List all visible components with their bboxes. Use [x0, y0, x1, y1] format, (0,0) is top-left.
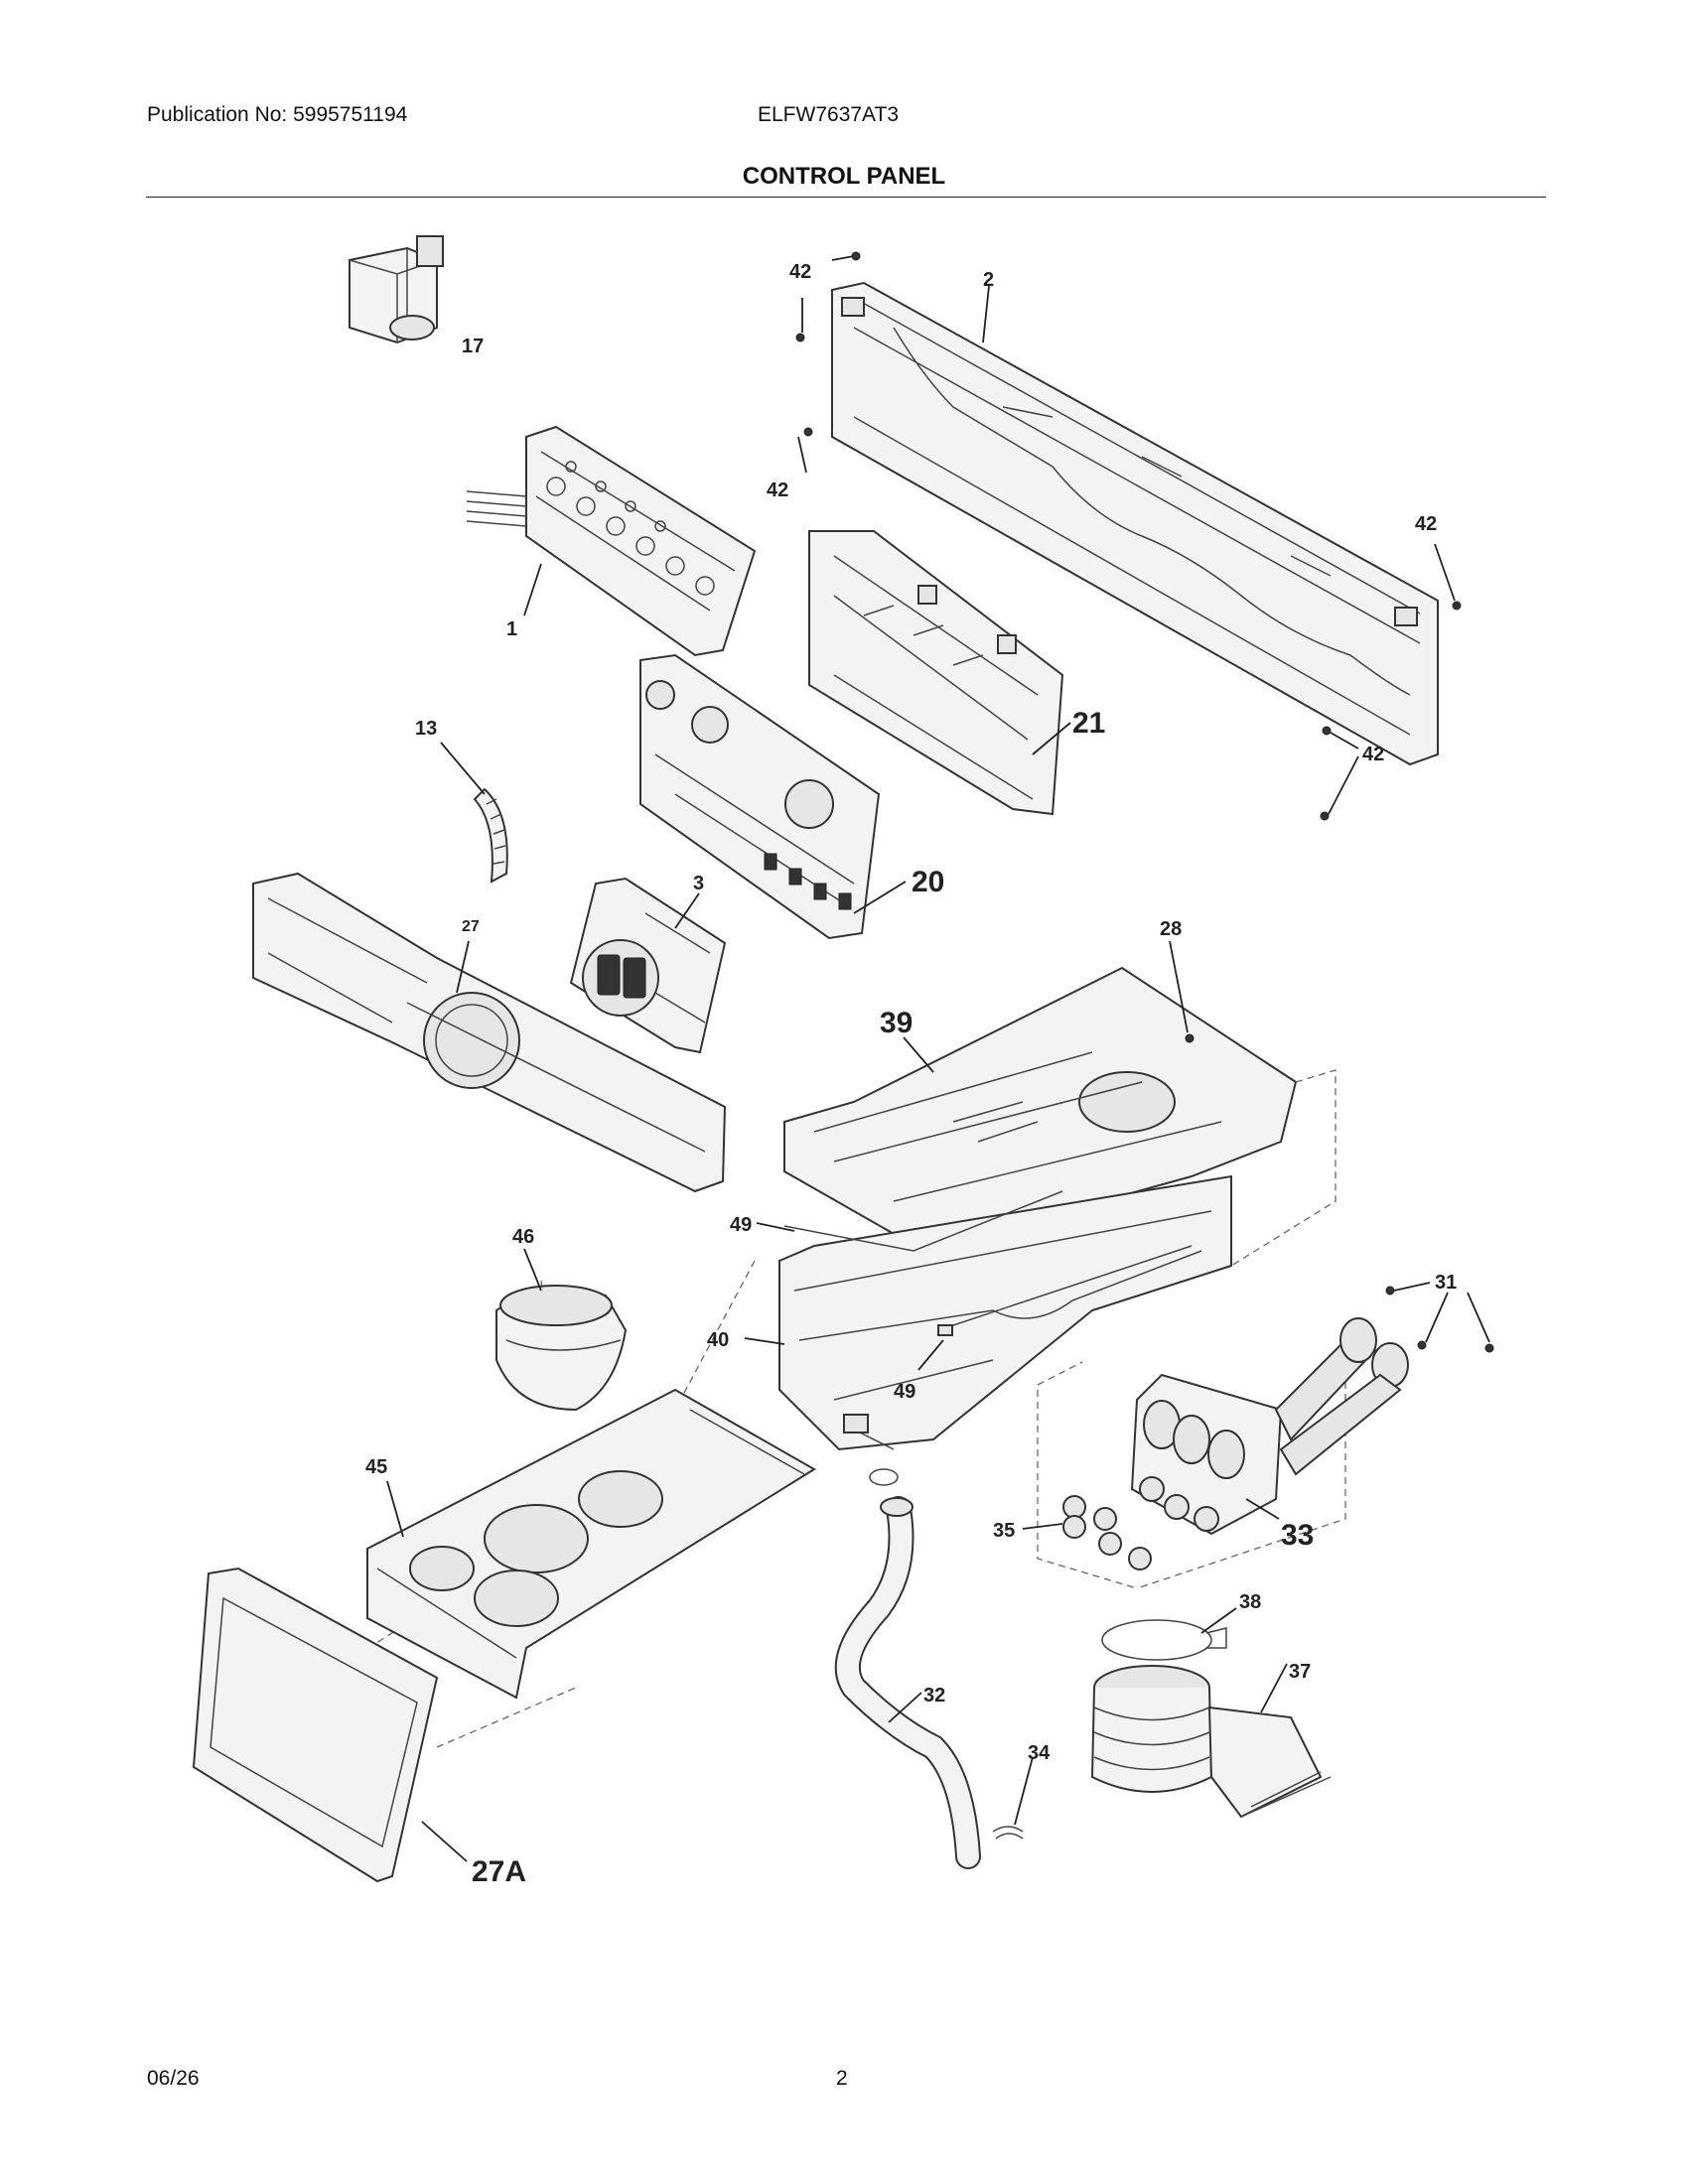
callout-37: 37 [1289, 1661, 1311, 1683]
callout-17: 17 [462, 336, 484, 357]
callout-35: 35 [993, 1520, 1015, 1542]
callout-42-top: 42 [789, 261, 811, 283]
callout-3: 3 [693, 873, 704, 894]
part-39-dispenser-lid [783, 966, 1298, 1253]
callout-40: 40 [707, 1329, 729, 1351]
callout-49-lower: 49 [894, 1381, 915, 1403]
callout-42-right-upper: 42 [1415, 513, 1437, 535]
part-34-clamp [992, 1826, 1024, 1840]
callout-38: 38 [1239, 1591, 1261, 1613]
part-27a-drawer-handle [192, 1567, 439, 1883]
callout-1: 1 [506, 618, 517, 640]
footer-page-number: 2 [836, 2067, 848, 2090]
callout-28: 28 [1160, 918, 1182, 940]
part-13-light-pipe [473, 787, 508, 884]
part-45-drawer [366, 1388, 816, 1700]
callout-31: 31 [1435, 1272, 1457, 1294]
leader-lines [386, 285, 1490, 1862]
part-35-caps [1062, 1495, 1152, 1570]
publication-number: Publication No: 5995751194 [147, 103, 408, 126]
part-1-ui-board [466, 425, 757, 657]
callout-20: 20 [912, 866, 944, 898]
part-27-console [252, 872, 727, 1193]
model-number: ELFW7637AT3 [758, 103, 900, 126]
callout-46: 46 [512, 1226, 534, 1248]
callout-45: 45 [365, 1456, 387, 1478]
callout-49-upper: 49 [730, 1214, 752, 1236]
part-28-screw [1169, 940, 1195, 1043]
callout-21: 21 [1072, 707, 1105, 740]
callout-32: 32 [923, 1685, 945, 1706]
part-38-clamp [1101, 1619, 1227, 1661]
callout-33: 33 [1281, 1519, 1314, 1552]
callout-27: 27 [462, 918, 480, 935]
callout-34: 34 [1028, 1742, 1051, 1764]
screw-42-right-lower [1320, 726, 1359, 821]
part-20-main-board [639, 653, 881, 940]
screw-42-right-upper [1434, 543, 1462, 611]
screw-42-left [797, 427, 813, 474]
footer-date: 06/26 [147, 2067, 200, 2090]
part-33-inlet-valve [1130, 1317, 1409, 1536]
callout-42-right-lower: 42 [1362, 744, 1384, 765]
part-49-seal-lower [937, 1245, 1193, 1336]
callout-39: 39 [880, 1007, 913, 1039]
callout-13: 13 [415, 718, 437, 740]
part-40-dispenser-housing [778, 1174, 1232, 1451]
part-3-display-board [569, 877, 727, 1054]
part-21-board-housing [808, 530, 1064, 816]
callout-42-left: 42 [767, 479, 788, 501]
part-17-actuator [349, 235, 444, 344]
callout-27a: 27A [472, 1855, 526, 1888]
part-37-bellows [1090, 1665, 1332, 1819]
part-32-hose [834, 1468, 981, 1869]
callout-labels: 17 42 2 42 42 42 1 21 13 20 3 27 28 39 4… [365, 261, 1457, 1888]
callout-2: 2 [983, 269, 994, 291]
part-49-seal-upper [783, 1190, 1063, 1252]
part-31-screws [1385, 1286, 1494, 1353]
header-rule [146, 197, 1546, 198]
section-title: CONTROL PANEL [742, 163, 946, 190]
screw-42-top [795, 251, 861, 342]
part-46-dispenser-cup [495, 1285, 628, 1412]
part-2-frame [831, 281, 1439, 766]
